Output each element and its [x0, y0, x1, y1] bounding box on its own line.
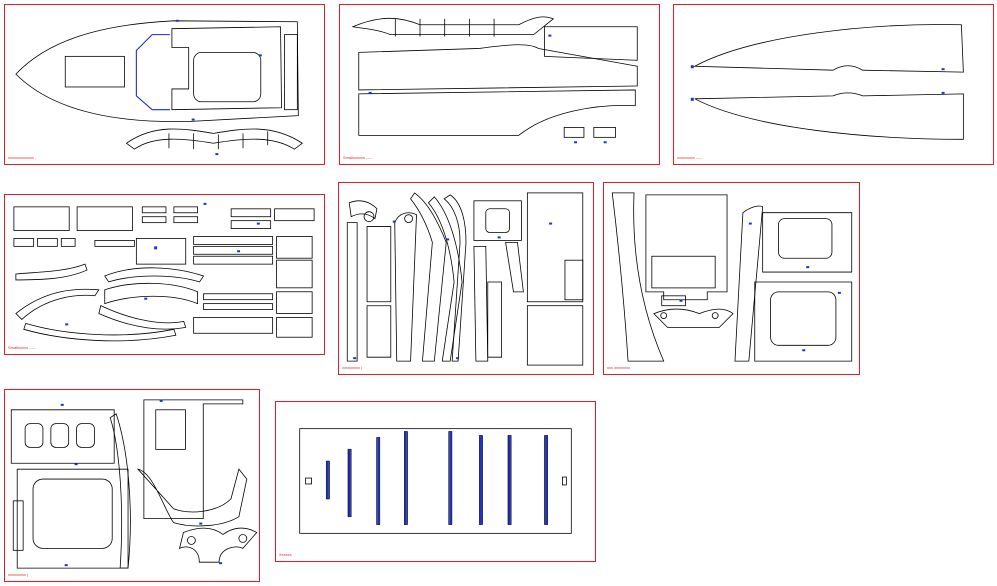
side-panel-small — [544, 26, 638, 61]
sheet-7-parts — [10, 399, 258, 569]
sheet-8-parts — [299, 428, 572, 534]
sheet-5[interactable]: xxxxxxxxx | — [338, 182, 594, 375]
bracket-right — [593, 127, 616, 138]
windshield-strip — [125, 128, 303, 150]
sheet-3[interactable]: xxxxxxxxx ----- — [673, 4, 994, 165]
sheet-2-label: Smallxxxxxx ----- — [343, 155, 373, 160]
sheet-6[interactable]: xxx xxxxxxxx — [603, 182, 860, 375]
bottom-panel-lower — [694, 92, 964, 140]
sheet-3-label: xxxxxxxxx ----- — [677, 155, 703, 160]
bracket-left — [563, 127, 585, 138]
cabin-top-outline — [171, 26, 282, 111]
sheet-1[interactable]: xxxxxxxxxxxxx - — [4, 4, 325, 165]
sheet-8[interactable]: Xxxxxx — [275, 401, 596, 562]
cockpit-opening — [64, 55, 125, 88]
sheet-7-label: xxxxxxxxx | — [8, 572, 29, 577]
transom-panel — [284, 34, 298, 111]
cabin-hatch — [193, 52, 262, 103]
strip-board — [299, 428, 572, 534]
sheet-6-parts — [611, 192, 853, 362]
sheet-2[interactable]: Smallxxxxxx ----- — [339, 4, 660, 165]
sheet-1-parts — [15, 19, 303, 156]
sheet-8-label: Xxxxxx — [279, 552, 292, 557]
sheet-4-parts — [13, 202, 315, 342]
sheet-6-label: xxx xxxxxxxx — [607, 365, 631, 370]
hull-side-lower — [358, 89, 636, 136]
sheet-4[interactable]: Smallxxxxx ----- — [4, 194, 325, 355]
sheet-7[interactable]: xxxxxxxxx | — [4, 389, 260, 582]
side-strip-top — [351, 16, 555, 36]
sheet-1-label: xxxxxxxxxxxxx - — [8, 155, 37, 160]
sheet-2-parts — [351, 16, 638, 144]
sheet-3-parts — [690, 24, 964, 140]
hull-side-upper — [358, 44, 638, 91]
sheet-4-label: Smallxxxxx ----- — [8, 345, 36, 350]
windshield-frame — [135, 34, 170, 111]
sheet-5-label: xxxxxxxxx | — [342, 365, 363, 370]
sheet-5-parts — [346, 192, 584, 366]
deck-outline — [15, 20, 299, 122]
bottom-panel-upper — [693, 24, 964, 73]
